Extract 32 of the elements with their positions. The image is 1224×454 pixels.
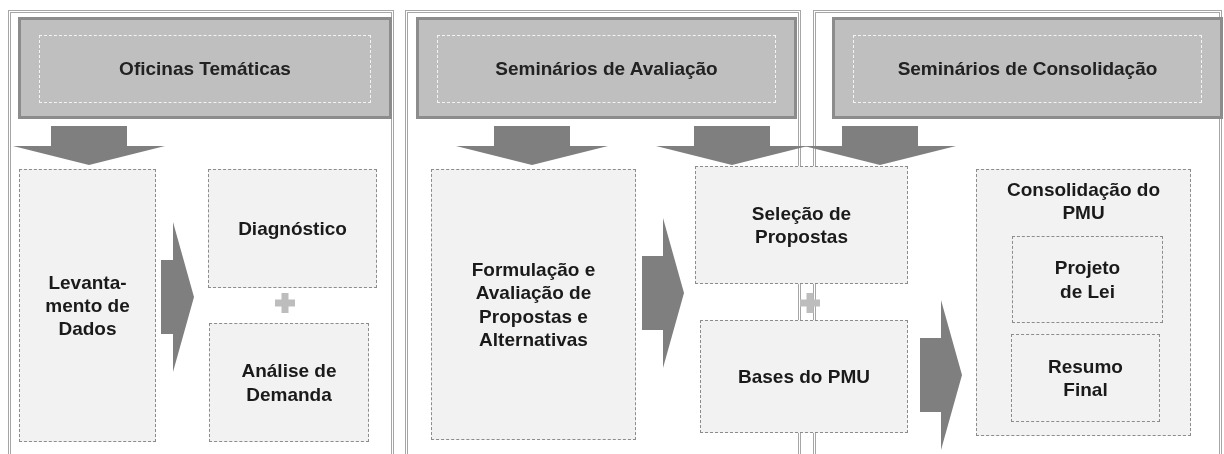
stage-title: Oficinas Temáticas: [119, 58, 291, 80]
step-label: Análise de Demanda: [240, 359, 338, 406]
group-box: [976, 169, 1191, 436]
step-box: [208, 169, 377, 288]
stage-title: Seminários de Consolidação: [897, 58, 1158, 80]
step-label: Consolidação do PMU: [1005, 178, 1162, 225]
block-arrow: [456, 126, 608, 165]
step-box: [19, 169, 156, 442]
step-label: Diagnóstico: [237, 216, 348, 241]
block-arrow: [920, 300, 962, 450]
step-box: [431, 169, 636, 440]
stage-panel: [8, 10, 394, 454]
stage-header: [416, 17, 797, 119]
block-arrow: [161, 222, 194, 372]
step-box: [209, 323, 369, 442]
step-label: Formulação e Avaliação de Propostas e Alternativas: [470, 258, 597, 351]
block-arrow: [656, 126, 808, 165]
stage-title: Seminários de Avaliação: [495, 58, 718, 80]
block-arrow: [13, 126, 165, 165]
step-label: Levanta- mento de Dados: [44, 270, 131, 341]
step-label: Seleção de Propostas: [750, 201, 853, 249]
step-label: Resumo Final: [1047, 354, 1124, 402]
stage-header: [18, 17, 392, 119]
step-box: [1011, 334, 1160, 422]
step-label: Projeto de Lei: [1053, 256, 1122, 303]
block-arrow: [642, 218, 684, 368]
step-box: [700, 320, 908, 433]
stage-header: [832, 17, 1223, 119]
step-box: [695, 166, 908, 284]
step-box: [1012, 236, 1163, 323]
block-arrow: [804, 126, 956, 165]
step-label: Bases do PMU: [737, 364, 871, 389]
